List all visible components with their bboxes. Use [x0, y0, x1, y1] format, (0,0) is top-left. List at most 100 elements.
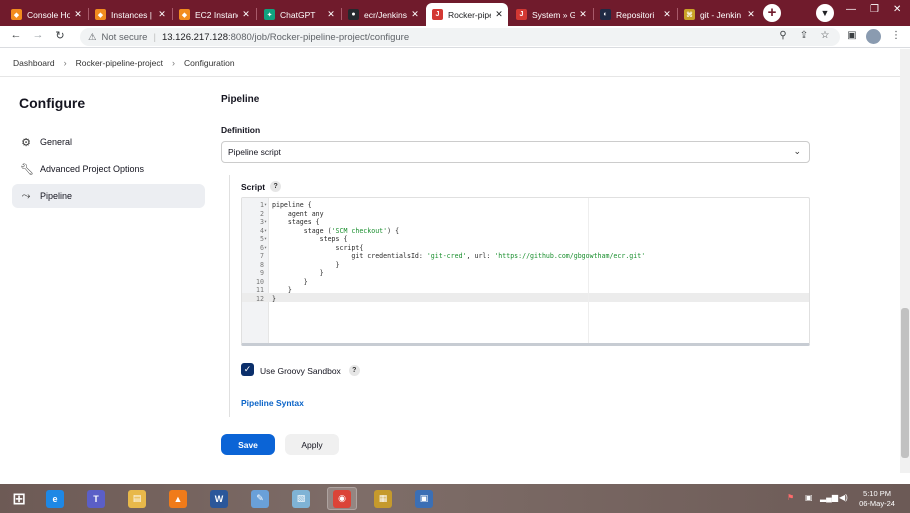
breadcrumb-configuration[interactable]: Configuration — [184, 57, 235, 68]
tab-close-icon[interactable]: ✕ — [663, 9, 671, 19]
taskbar-clock[interactable]: 5:10 PM 06-May-24 — [852, 489, 902, 509]
tab-close-icon[interactable]: ✕ — [242, 9, 250, 19]
page-scrollbar-track[interactable] — [900, 49, 910, 473]
profile-avatar[interactable] — [866, 29, 881, 44]
address-bar[interactable]: ⚠ Not secure | 13.126.217.128:8080/job/R… — [80, 28, 840, 46]
internet-explorer-icon[interactable]: e — [40, 487, 70, 510]
save-button[interactable]: Save — [221, 434, 275, 455]
new-tab-button[interactable]: + — [763, 4, 781, 22]
tab-title: git - Jenkin — [700, 9, 742, 20]
code-line: 10 } — [242, 278, 809, 287]
breadcrumb-dashboard[interactable]: Dashboard — [13, 57, 55, 68]
sidebar-item-pipeline[interactable]: ⤳ Pipeline — [12, 184, 205, 208]
tab-title: EC2 Instanc — [195, 9, 238, 20]
line-number: 7 — [260, 252, 264, 260]
tab-title: System » G — [532, 9, 575, 20]
tab-favicon-icon: ◆ — [179, 9, 190, 20]
pipeline-syntax-link[interactable]: Pipeline Syntax — [241, 398, 304, 408]
remote-desktop-tray-icon[interactable]: ▣ — [805, 493, 813, 502]
browser-tab[interactable]: ◐Repositori✕ — [594, 3, 676, 26]
code-line: 3▾ stages { — [242, 218, 809, 227]
file-explorer-icon[interactable]: ▤ — [122, 487, 152, 510]
groovy-sandbox-checkbox[interactable]: ✓ — [241, 363, 254, 376]
fold-toggle-icon[interactable]: ▾ — [264, 202, 268, 208]
vlc-icon[interactable]: ▲ — [163, 487, 193, 510]
teams-icon[interactable]: T — [81, 487, 111, 510]
line-number: 3 — [260, 218, 264, 226]
more-menu-icon[interactable]: ⋮ — [891, 30, 901, 41]
apply-button[interactable]: Apply — [285, 434, 339, 455]
tab-title: ChatGPT — [280, 9, 316, 20]
maximize-icon[interactable]: ❐ — [870, 4, 879, 15]
browser-tab[interactable]: J System » G ✕ — [510, 3, 592, 26]
line-number: 9 — [260, 269, 264, 277]
back-icon[interactable]: ← — [10, 29, 22, 41]
notepad-icon[interactable]: ▧ — [286, 487, 316, 510]
clock-time: 5:10 PM — [863, 489, 891, 498]
fold-toggle-icon[interactable]: ▾ — [264, 236, 268, 242]
wifi-signal-icon[interactable]: ▂▄▆ — [820, 493, 838, 502]
bookmark-star-icon[interactable]: ☆ — [820, 30, 830, 41]
volume-icon[interactable]: ◀) — [839, 493, 848, 502]
tab-favicon-icon: ✦ — [264, 9, 275, 20]
tab-title: Rocker-pipe — [448, 9, 491, 20]
tab-search-button[interactable]: ▼ — [816, 4, 834, 22]
help-icon[interactable]: ? — [270, 181, 282, 192]
line-number: 1 — [260, 201, 264, 209]
tab-favicon-icon: J — [516, 9, 527, 20]
word-icon[interactable]: W — [204, 487, 234, 510]
page-scrollbar-thumb[interactable] — [901, 308, 909, 458]
sidebar-item-label: General — [40, 137, 73, 147]
line-number: 5 — [260, 235, 264, 243]
definition-select[interactable]: Pipeline script ⌄ — [221, 141, 810, 163]
paint-icon[interactable]: ✎ — [245, 487, 275, 510]
sidebar-item-label: Pipeline — [40, 191, 73, 201]
string-literal: 'https://github.com/gbgowtham/ecr.git' — [494, 252, 646, 260]
tab-close-icon[interactable]: ✕ — [495, 9, 503, 19]
tab-separator — [88, 8, 89, 20]
sidebar-item-general[interactable]: ⚙ General — [12, 130, 205, 154]
close-window-icon[interactable]: ✕ — [893, 4, 902, 15]
tab-separator — [256, 8, 257, 20]
section-title-pipeline: Pipeline — [221, 94, 260, 105]
share-icon[interactable]: ⇪ — [799, 30, 809, 41]
fold-toggle-icon[interactable]: ▾ — [264, 227, 268, 234]
chrome-icon[interactable]: ◉ — [327, 487, 357, 510]
minimize-icon[interactable]: — — [846, 4, 856, 15]
tab-close-icon[interactable]: ✕ — [158, 9, 166, 19]
breadcrumb-project[interactable]: Rocker-pipeline-project — [75, 57, 163, 68]
editor-active-line — [242, 293, 809, 302]
tab-close-icon[interactable]: ✕ — [74, 9, 82, 19]
start-button[interactable]: ⊞ — [4, 487, 34, 510]
tab-close-icon[interactable]: ✕ — [579, 9, 587, 19]
browser-tab[interactable]: ◆ EC2 Instanc ✕ — [173, 3, 255, 26]
browser-tab[interactable]: ⌘git - Jenkin✕ — [678, 3, 760, 26]
code-line: 8 } — [242, 261, 809, 270]
browser-tab[interactable]: ●ecr/Jenkins✕ — [342, 3, 424, 26]
tab-close-icon[interactable]: ✕ — [411, 9, 419, 19]
code-line: 5▾ steps { — [242, 235, 809, 244]
sidebar-item-advanced-project-options[interactable]: 🔧︎ Advanced Project Options — [12, 157, 205, 181]
remote-app-icon[interactable]: ▦ — [368, 487, 398, 510]
side-panel-icon[interactable]: ▣ — [847, 30, 857, 41]
line-number: 8 — [260, 260, 264, 269]
tab-favicon-icon: ● — [348, 9, 359, 20]
tab-close-icon[interactable]: ✕ — [327, 9, 335, 19]
browser-tab[interactable]: ✦ ChatGPT ✕ — [258, 3, 340, 26]
tab-close-icon[interactable]: ✕ — [747, 9, 755, 19]
flag-icon[interactable]: ⚑ — [787, 493, 795, 502]
forward-icon[interactable]: → — [32, 29, 44, 41]
help-icon[interactable]: ? — [348, 365, 360, 376]
fold-toggle-icon[interactable]: ▾ — [264, 244, 268, 251]
browser-tab[interactable]: ◆Instances |✕ — [89, 3, 171, 26]
string-literal: 'SCM checkout' — [331, 226, 388, 235]
fold-toggle-icon[interactable]: ▾ — [264, 219, 268, 225]
reload-icon[interactable]: ↻ — [55, 30, 65, 42]
browser-tab[interactable]: ◆Console Ho✕ — [5, 3, 87, 26]
network-app-icon[interactable]: ▣ — [409, 487, 439, 510]
search-icon[interactable]: ⚲ — [779, 30, 787, 41]
code-text: } — [272, 269, 324, 277]
